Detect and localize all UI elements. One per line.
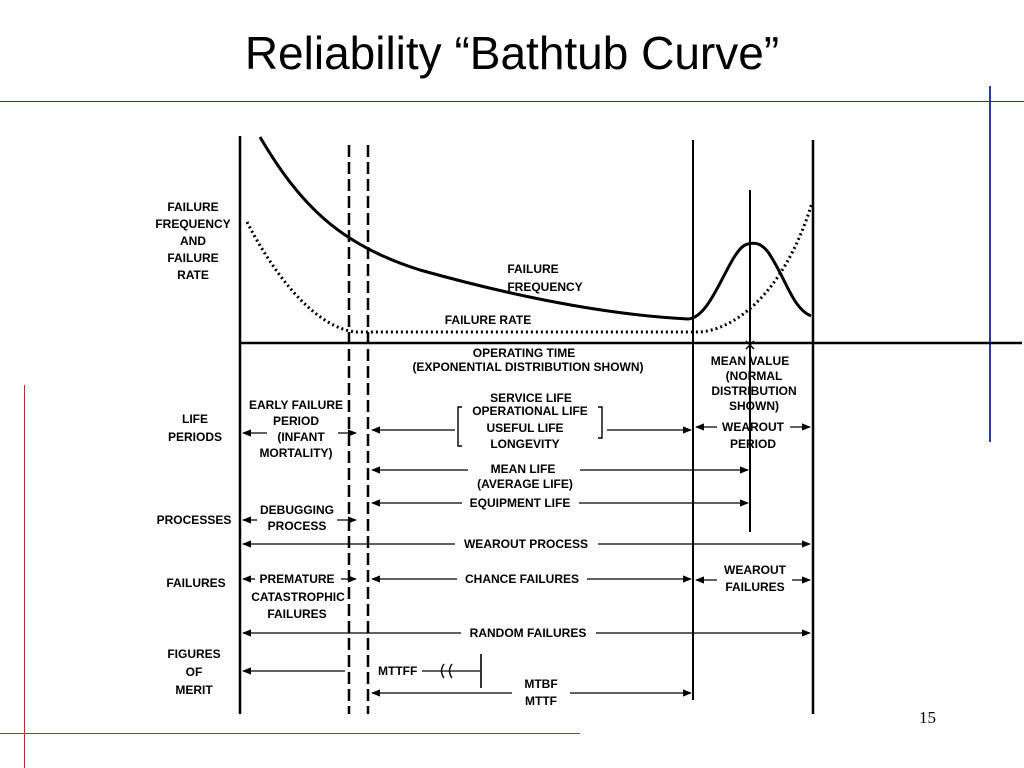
longevity-label: LONGEVITY	[490, 437, 559, 451]
top-blue-rule	[0, 101, 1024, 102]
premature-label-2: CATASTROPHIC	[251, 590, 345, 604]
wearout-period-label-2: PERIOD	[730, 437, 776, 451]
chance-failures-label: CHANCE FAILURES	[465, 572, 579, 586]
mean-value-label-1: MEAN VALUE	[711, 354, 789, 368]
service-life-left-bracket	[457, 406, 462, 447]
premature-label-1: PREMATURE	[259, 572, 334, 586]
bottom-red-rule	[0, 733, 580, 734]
early-failure-label-3: (INFANT	[277, 430, 325, 444]
row-label-figures-line-1: FIGURES	[167, 647, 220, 661]
early-failure-label-4: MORTALITY)	[259, 446, 332, 460]
failure-frequency-label-1: FAILURE	[507, 262, 558, 276]
debugging-label-2: PROCESS	[268, 519, 327, 533]
early-failure-label-2: PERIOD	[273, 414, 319, 428]
random-failures-label: RANDOM FAILURES	[470, 626, 587, 640]
service-life-label: SERVICE LIFE	[490, 391, 572, 405]
mttff-label: MTTFF	[378, 664, 417, 678]
wearout-failures-label-2: FAILURES	[725, 580, 784, 594]
service-life-right-bracket	[598, 406, 603, 439]
slide-title: Reliability “Bathtub Curve”	[244, 27, 780, 79]
row-label-figures-line-2: OF	[186, 665, 203, 679]
page-number: 15	[919, 708, 936, 727]
mean-value-x-mark	[745, 340, 755, 350]
wearout-period-label-1: WEAROUT	[722, 420, 785, 434]
left-red-rule	[24, 385, 25, 768]
row-label-failure-line-3: AND	[180, 234, 206, 248]
mean-life-label-2: (AVERAGE LIFE)	[477, 477, 573, 491]
mean-value-label-2: (NORMAL	[726, 369, 783, 383]
mttff-break-mark	[440, 663, 453, 679]
mean-life-label-1: MEAN LIFE	[491, 462, 556, 476]
premature-label-3: FAILURES	[267, 607, 326, 621]
operational-life-label: OPERATIONAL LIFE	[472, 404, 588, 418]
equipment-life-label: EQUIPMENT LIFE	[470, 496, 571, 510]
wearout-process-label: WEAROUT PROCESS	[464, 537, 588, 551]
distribution-label: (EXPONENTIAL DISTRIBUTION SHOWN)	[412, 360, 643, 374]
right-blue-rule	[989, 86, 991, 442]
row-label-failure-line-2: FREQUENCY	[155, 217, 230, 231]
mtbf-label: MTBF	[524, 677, 557, 691]
mean-value-label-3: DISTRIBUTION	[711, 384, 796, 398]
mean-value-label-4: SHOWN)	[729, 399, 779, 413]
mttf-label: MTTF	[525, 694, 557, 708]
useful-life-label: USEFUL LIFE	[486, 421, 563, 435]
row-label-life-line-2: PERIODS	[168, 430, 222, 444]
wearout-failures-label-1: WEAROUT	[724, 563, 787, 577]
operating-time-label: OPERATING TIME	[473, 346, 575, 360]
early-failure-label-1: EARLY FAILURE	[249, 398, 343, 412]
row-label-life-line-1: LIFE	[182, 412, 208, 426]
row-label-failure-line-4: FAILURE	[167, 251, 218, 265]
row-label-figures-line-3: MERIT	[175, 683, 213, 697]
row-label-processes: PROCESSES	[157, 513, 232, 527]
failure-frequency-label-2: FREQUENCY	[507, 280, 582, 294]
row-label-failure-line-1: FAILURE	[167, 200, 218, 214]
row-label-failure-line-5: RATE	[177, 268, 209, 282]
failure-frequency-curve	[258, 136, 812, 321]
row-label-failures: FAILURES	[166, 576, 225, 590]
failure-rate-label: FAILURE RATE	[445, 313, 531, 327]
debugging-label-1: DEBUGGING	[260, 503, 334, 517]
